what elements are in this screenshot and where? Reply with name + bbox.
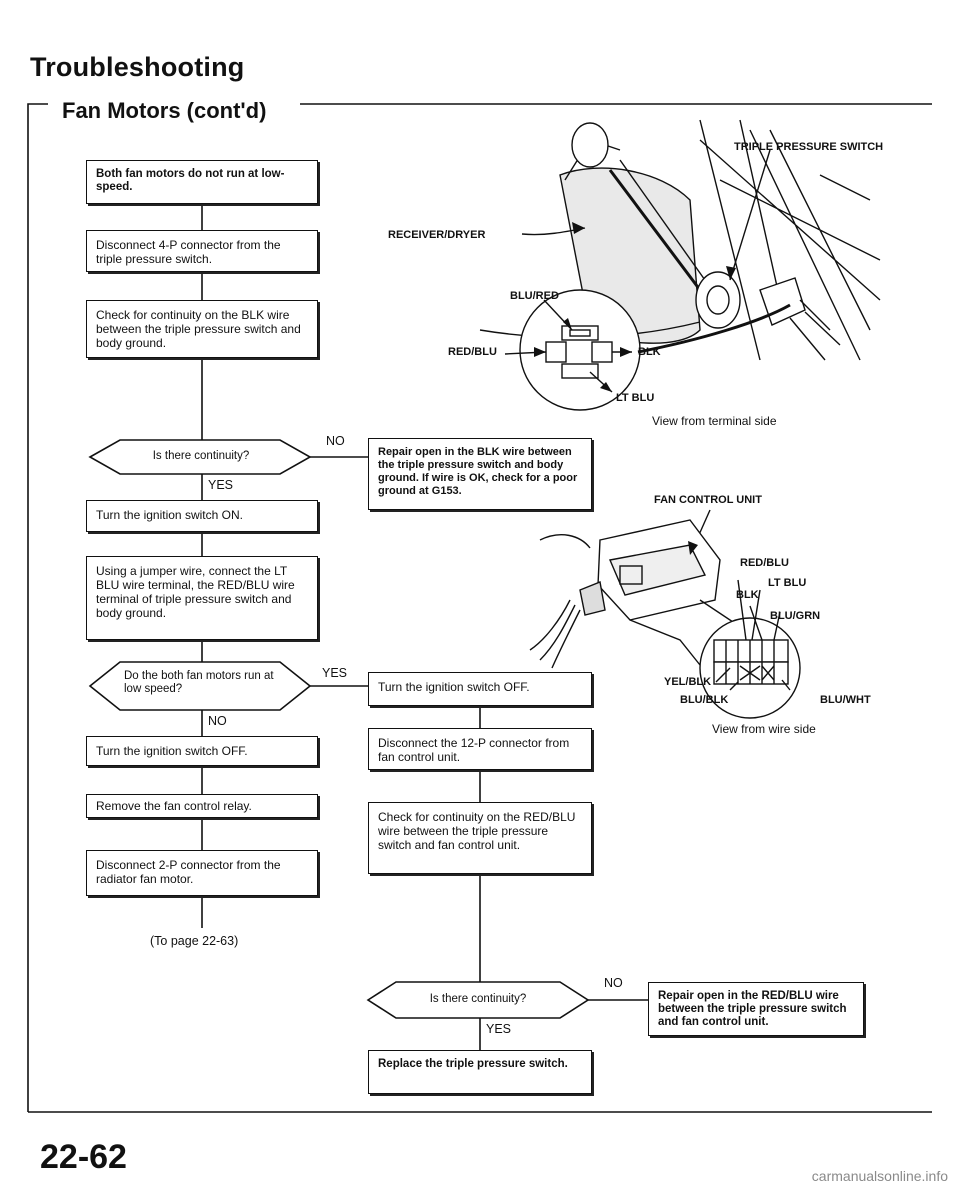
page-title: Troubleshooting xyxy=(30,52,245,82)
flow-step-disconnect-2p: Disconnect 2-P connector from the radiat… xyxy=(86,850,318,896)
label-triple-pressure-switch: TRIPLE PRESSURE SWITCH xyxy=(734,141,884,153)
arrowheads xyxy=(534,222,736,555)
flow-step-replace-switch: Replace the triple pressure switch. xyxy=(368,1050,592,1094)
to-page-reference: (To page 22-63) xyxy=(150,934,239,948)
flow-step-check-redblu-continuity: Check for continuity on the RED/BLU wire… xyxy=(368,802,592,874)
label-yel-blk: YEL/BLK xyxy=(664,676,712,688)
flow-step-disconnect-12p: Disconnect the 12-P connector from fan c… xyxy=(368,728,592,770)
flow-step-symptom: Both fan motors do not run at low-speed. xyxy=(86,160,318,204)
decision-2-yes-label: YES xyxy=(322,666,348,680)
flow-step-repair-redblu: Repair open in the RED/BLU wire between … xyxy=(648,982,864,1036)
decision-1-yes-label: YES xyxy=(208,478,234,492)
label-blu-wht: BLU/WHT xyxy=(820,694,871,706)
label-lt-blu-top: LT BLU xyxy=(616,392,655,404)
flow-step-check-blk-continuity: Check for continuity on the BLK wire bet… xyxy=(86,300,318,358)
decision-2-text: Do the both fan motors run at low speed? xyxy=(124,670,274,695)
page-number: 22-62 xyxy=(40,1138,127,1176)
label-blu-blk: BLU/BLK xyxy=(680,694,729,706)
decision-1-text: Is there continuity? xyxy=(152,450,250,462)
flow-step-ignition-off-right: Turn the ignition switch OFF. xyxy=(368,672,592,706)
site-watermark: carmanualsonline.info xyxy=(811,1168,948,1184)
decision-3-no-label: NO xyxy=(604,976,623,990)
flow-step-remove-relay: Remove the fan control relay. xyxy=(86,794,318,818)
caption-terminal-side: View from terminal side xyxy=(652,414,777,428)
section-subtitle: Fan Motors (cont'd) xyxy=(62,98,267,123)
flow-step-ignition-on: Turn the ignition switch ON. xyxy=(86,500,318,532)
label-red-blu-bottom: RED/BLU xyxy=(740,557,789,569)
flow-step-disconnect-4p: Disconnect 4-P connector from the triple… xyxy=(86,230,318,272)
decision-shape-1 xyxy=(88,439,312,475)
label-blu-red: BLU/RED xyxy=(510,290,559,302)
decision-1-no-label: NO xyxy=(326,434,345,448)
label-blk-top: BLK xyxy=(638,346,661,358)
label-blu-grn: BLU/GRN xyxy=(770,610,821,622)
flow-step-jumper-wire: Using a jumper wire, connect the LT BLU … xyxy=(86,556,318,640)
label-blk-bottom: BLK xyxy=(736,589,759,601)
label-receiver-dryer: RECEIVER/DRYER xyxy=(388,229,486,241)
decision-3-yes-label: YES xyxy=(486,1022,512,1036)
label-fan-control-unit: FAN CONTROL UNIT xyxy=(654,494,762,506)
flow-step-repair-blk: Repair open in the BLK wire between the … xyxy=(368,438,592,510)
caption-wire-side: View from wire side xyxy=(712,722,816,736)
label-lt-blu-bottom: LT BLU xyxy=(768,577,807,589)
label-red-blu-top: RED/BLU xyxy=(448,346,497,358)
decision-shape-2 xyxy=(88,661,312,711)
decision-shape-3 xyxy=(366,981,590,1019)
header-bracket xyxy=(27,103,48,124)
triple-pressure-switch-illustration xyxy=(479,119,881,411)
decision-3-text: Is there continuity? xyxy=(429,993,527,1005)
flow-step-ignition-off-left: Turn the ignition switch OFF. xyxy=(86,736,318,766)
decision-2-no-label: NO xyxy=(208,714,227,728)
